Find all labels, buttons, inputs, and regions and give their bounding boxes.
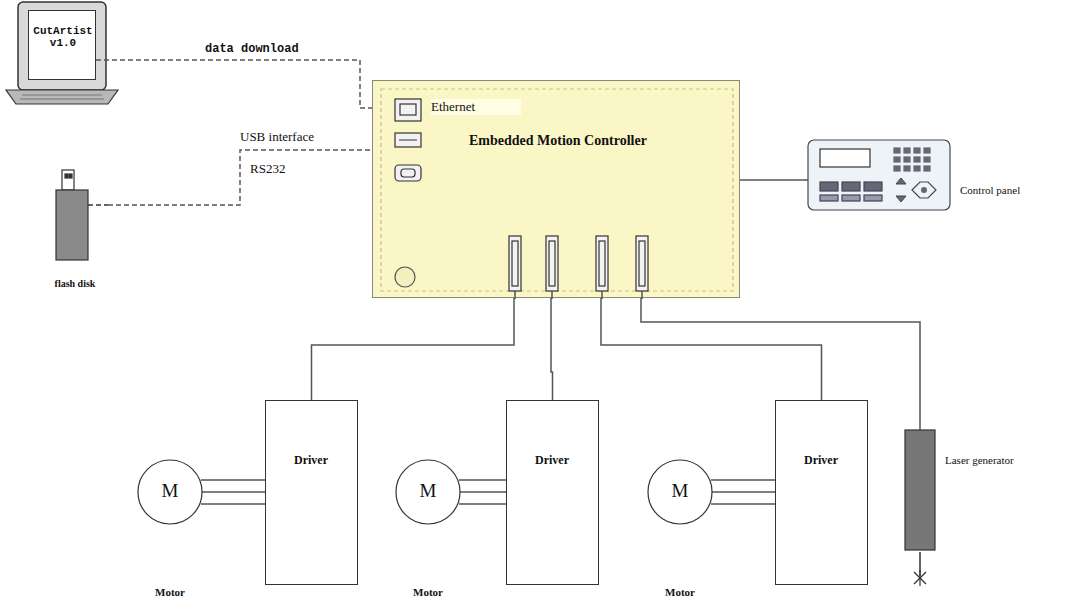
node-label: flash disk (42, 278, 108, 289)
controller-board: EthernetEmbedded Motion Controller (372, 80, 740, 298)
control-panel: Control panel (808, 140, 1070, 212)
node-label: Driver (511, 453, 593, 468)
flash-disk: flash disk (42, 168, 108, 298)
motor-symbol: M Motor (137, 458, 203, 606)
signal-wire (201, 480, 265, 504)
control-panel-drawing (808, 140, 1070, 212)
node-text: Embedded Motion Controller (469, 133, 731, 149)
port-label: RS232 (250, 161, 285, 177)
node-text: Motor (395, 586, 461, 598)
driver-box: Driver (265, 400, 358, 585)
driver-box: Driver (775, 400, 868, 585)
signal-wire (312, 298, 515, 400)
laser-generator-drawing (905, 430, 1070, 552)
laptop-screen: CutArtist v1.0 (28, 10, 96, 80)
motor-symbol: M Motor (395, 458, 461, 606)
node-label: Driver (270, 453, 352, 468)
node-label: M (395, 480, 461, 502)
controller-board-drawing (373, 81, 741, 299)
node-text: Motor (137, 586, 203, 598)
signal-wire (551, 298, 553, 400)
laser-generator: Laser generator (905, 430, 1070, 552)
driver-box: Driver (506, 400, 599, 585)
motor-symbol: M Motor (647, 458, 713, 606)
node-label: M (137, 480, 203, 502)
signal-wire (459, 480, 506, 504)
node-label: Ethernet (431, 99, 521, 115)
node-label: M (647, 480, 713, 502)
edge-label: USB interface (240, 129, 314, 145)
signal-wire (711, 480, 775, 504)
node-label: Control panel (960, 184, 1068, 196)
data-link (108, 150, 372, 205)
edge-label: data download (205, 42, 299, 56)
node-text: Motor (647, 586, 713, 598)
data-link (96, 60, 372, 108)
laptop-body (6, 2, 118, 104)
signal-wire (740, 179, 808, 181)
node-label: Laser generator (945, 454, 1069, 466)
node-label: Driver (780, 453, 862, 468)
laser-beam (914, 552, 926, 586)
node-label: CutArtist v1.0 (31, 25, 95, 49)
signal-wire (601, 298, 822, 400)
